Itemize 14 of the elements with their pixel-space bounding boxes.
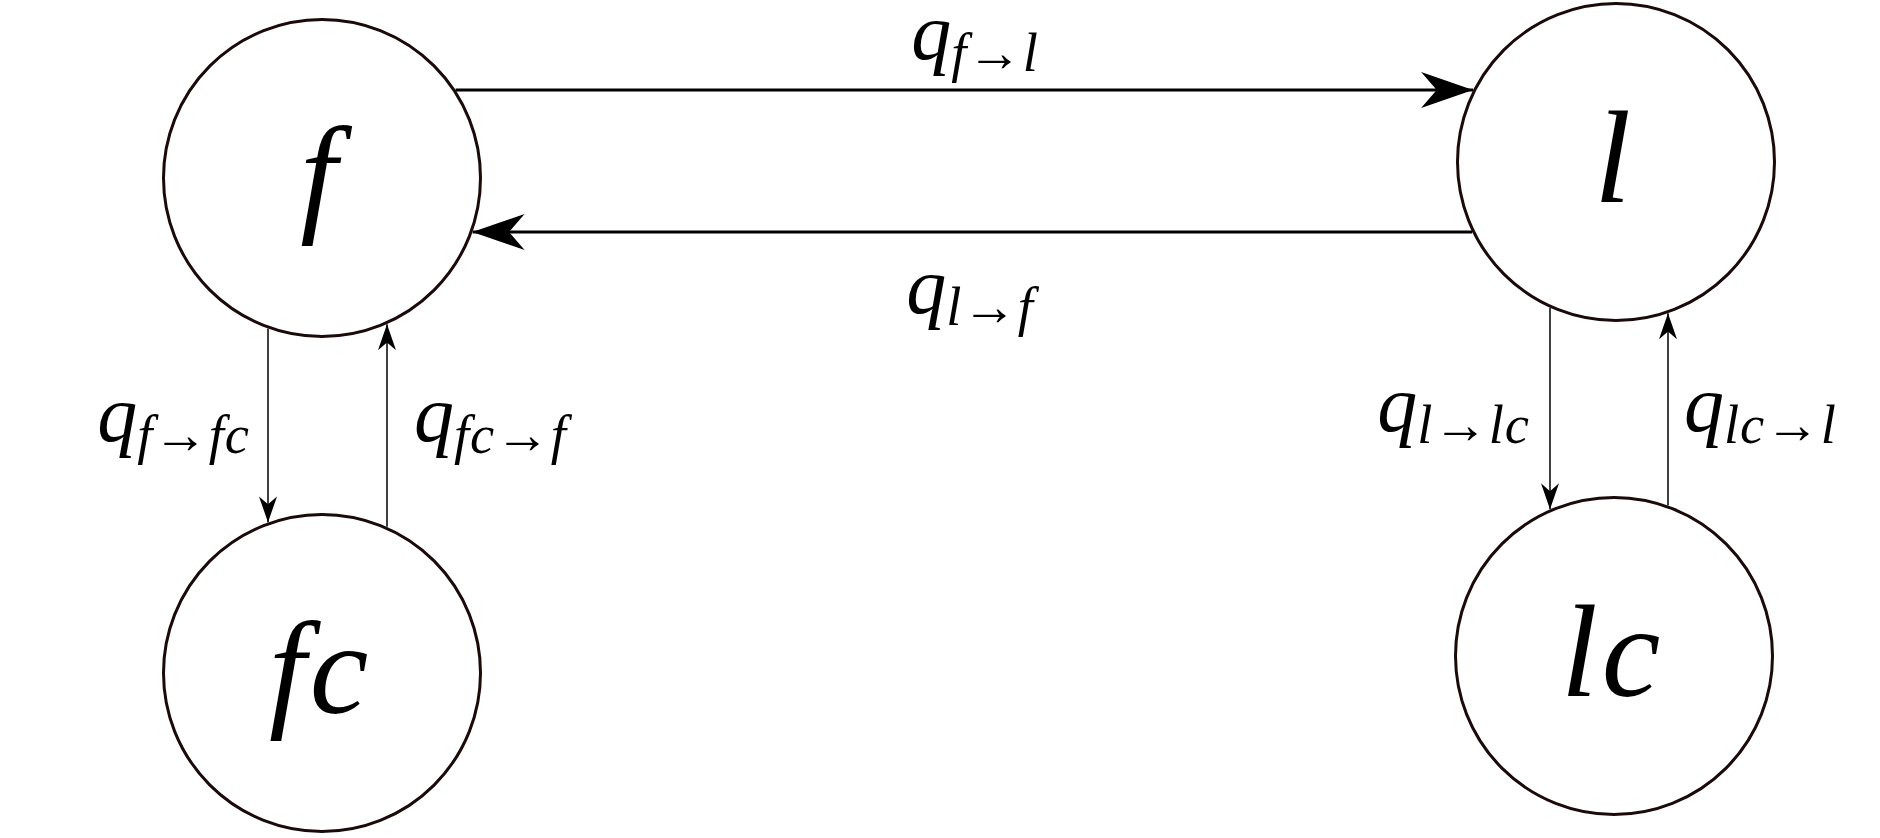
state-label: f <box>273 94 371 254</box>
state-label: lc <box>1560 576 1666 727</box>
arrow <box>1659 312 1677 507</box>
arrow <box>259 327 277 524</box>
arrow <box>455 72 1474 108</box>
state-circle <box>1456 2 1776 322</box>
arrow <box>1541 307 1559 511</box>
arrow <box>472 214 1473 250</box>
state-circle <box>162 513 482 833</box>
state-label: l <box>1593 82 1636 233</box>
state-label: fc <box>268 593 374 744</box>
arrow <box>378 323 396 528</box>
state-circle <box>162 18 482 338</box>
state-circle <box>1454 496 1774 816</box>
